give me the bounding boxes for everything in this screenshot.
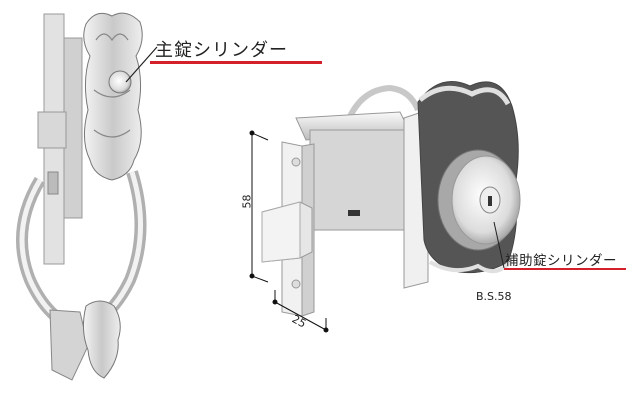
main-leader-line: [125, 46, 158, 83]
aux-leader-line: [493, 221, 505, 269]
main-cylinder-underline: [150, 61, 322, 64]
auxiliary-cylinder-underline: [504, 268, 626, 270]
main-lock-assembly: [16, 12, 147, 381]
auxiliary-cylinder-label: 補助錠シリンダー: [505, 253, 617, 269]
main-cylinder-label: 主錠シリンダー: [155, 40, 288, 61]
backset-label: B.S.58: [476, 290, 512, 303]
dimension-lines: [249, 130, 329, 333]
auxiliary-lock-assembly: [261, 81, 521, 317]
height-dimension-label: 58: [240, 194, 254, 209]
